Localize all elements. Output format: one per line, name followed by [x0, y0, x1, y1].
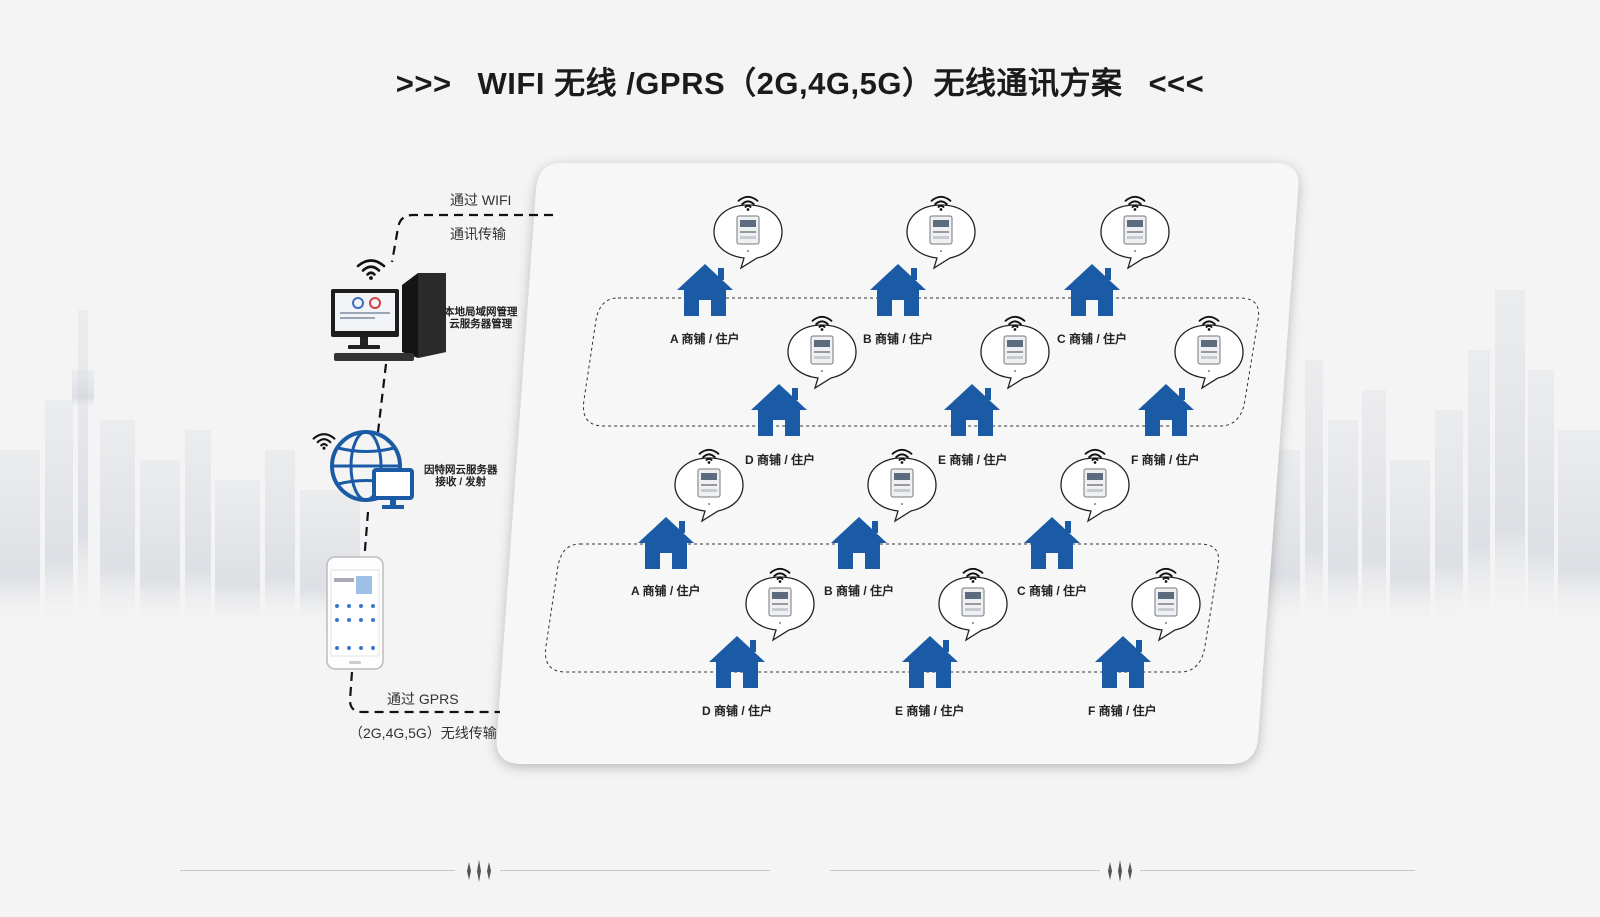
- title-text: WIFI 无线 /GPRS（2G,4G,5G）无线通讯方案: [477, 66, 1123, 101]
- node-label: C 商铺 / 住户: [1017, 584, 1088, 598]
- footer-divider: [180, 870, 455, 871]
- page-title: >>> WIFI 无线 /GPRS（2G,4G,5G）无线通讯方案 <<<: [0, 58, 1600, 103]
- footer-ornament-left: [467, 860, 491, 882]
- title-right-marker: <<<: [1148, 66, 1205, 101]
- node-label: A 商铺 / 住户: [670, 332, 740, 346]
- cloud-label-line1: 因特网云服务器: [424, 464, 498, 476]
- gprs-label-line2: （2G,4G,5G）无线传输: [349, 725, 497, 741]
- computer-to-cloud-line: [376, 363, 388, 433]
- computer-label-line2: 云服务器管理: [449, 318, 513, 330]
- cloud-label-line2: 接收 / 发射: [435, 476, 487, 488]
- cloud-label: 因特网云服务器 接收 / 发射: [424, 464, 498, 488]
- node-label: B 商铺 / 住户: [863, 332, 934, 346]
- node-label: A 商铺 / 住户: [631, 584, 701, 598]
- gprs-connection-line: [348, 671, 500, 714]
- wifi-label-line1: 通过 WIFI: [450, 192, 512, 208]
- computer-label-line1: 本地局域网管理: [444, 306, 518, 318]
- node-label: D 商铺 / 住户: [702, 704, 773, 718]
- title-left-marker: >>>: [395, 66, 452, 101]
- gprs-label-line1: 通过 GPRS: [387, 691, 459, 707]
- computer-icon: [331, 273, 446, 361]
- node-label: E 商铺 / 住户: [938, 453, 1008, 467]
- wifi-connection-line: [390, 213, 553, 263]
- node-label: E 商铺 / 住户: [895, 704, 965, 718]
- node-label: F 商铺 / 住户: [1088, 704, 1157, 718]
- wifi-label-line2: 通讯传输: [450, 226, 506, 242]
- smartphone-icon: [326, 556, 384, 670]
- computer-wifi-icon: [356, 259, 386, 280]
- footer-divider: [500, 870, 770, 871]
- node-label: C 商铺 / 住户: [1057, 332, 1128, 346]
- cloud-wifi-icon: [312, 433, 336, 450]
- group1-boundary: [582, 297, 1260, 427]
- group2-boundary: [544, 543, 1220, 673]
- computer-label: 本地局域网管理 云服务器管理: [444, 306, 518, 330]
- cloud-server-icon: [330, 430, 414, 509]
- footer-divider: [830, 870, 1100, 871]
- node-label: D 商铺 / 住户: [745, 453, 816, 467]
- node-label: B 商铺 / 住户: [824, 584, 895, 598]
- footer-divider: [1140, 870, 1415, 871]
- node-label: F 商铺 / 住户: [1131, 453, 1200, 467]
- footer-ornament-right: [1108, 860, 1132, 882]
- cloud-to-phone-line: [362, 511, 370, 563]
